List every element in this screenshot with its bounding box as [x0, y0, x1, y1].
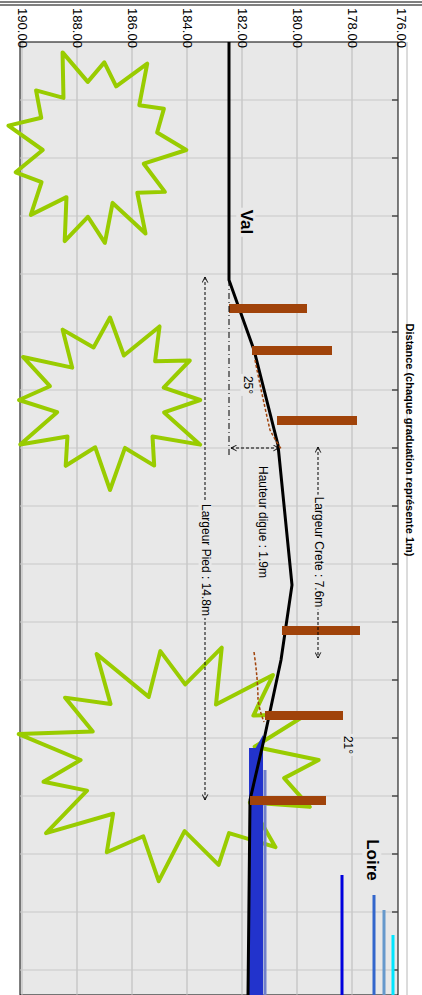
vertical-reference — [229, 280, 230, 455]
grid-line — [20, 390, 398, 391]
axis-tick — [392, 912, 398, 913]
grid-line — [242, 42, 243, 995]
grid-line — [20, 100, 398, 101]
stake — [250, 796, 326, 805]
grid-line — [20, 158, 398, 159]
stake — [265, 711, 343, 720]
grid-line — [20, 332, 398, 333]
levee-profile — [229, 42, 292, 995]
grid-line — [20, 796, 398, 797]
grid-line — [77, 42, 78, 995]
axis-value: 178.00 — [345, 8, 359, 48]
axis-tick — [392, 564, 398, 565]
frame-line — [0, 2, 422, 3]
axis-tick — [392, 274, 398, 275]
axis-tick — [392, 738, 398, 739]
axis-tick — [392, 390, 398, 391]
plot-area — [20, 42, 398, 995]
stake — [277, 416, 357, 425]
axis-tick — [392, 158, 398, 159]
axis-value: 176.00 — [394, 8, 408, 48]
axis-value: 190.00 — [15, 8, 29, 48]
axis-tick — [392, 332, 398, 333]
grid-line — [20, 216, 398, 217]
stake — [229, 304, 307, 313]
slope-line — [254, 652, 264, 722]
axis-tick — [392, 854, 398, 855]
water-line — [392, 935, 395, 995]
stake — [252, 346, 332, 355]
grid-line — [22, 42, 23, 995]
water — [249, 735, 393, 995]
grid-line — [20, 274, 398, 275]
water-line — [373, 895, 376, 995]
axis-value: 188.00 — [70, 8, 84, 48]
axis-tick — [392, 506, 398, 507]
grid — [20, 42, 407, 995]
axis-title: Distance (chaque graduation représente 1… — [404, 324, 416, 557]
grid-line — [187, 42, 188, 995]
bank-label: Val — [237, 208, 256, 237]
water-line — [383, 910, 386, 995]
grid-line — [20, 448, 398, 449]
axis-value: 180.00 — [290, 8, 304, 48]
tree-outlines — [8, 52, 318, 881]
tree-outline — [19, 648, 319, 882]
axis-value: 182.00 — [235, 8, 249, 48]
height-dimension — [231, 448, 279, 449]
axis-value: 184.00 — [180, 8, 194, 48]
tree-outline — [8, 52, 186, 243]
axis-tick — [392, 796, 398, 797]
axis-tick — [392, 216, 398, 217]
axis-tick — [392, 622, 398, 623]
stake — [282, 626, 360, 635]
stakes — [229, 304, 360, 805]
grid-line — [352, 42, 353, 995]
bank-label: Loire — [363, 837, 382, 883]
grid-line — [20, 680, 398, 681]
water-band — [249, 748, 263, 995]
slope-line — [255, 360, 282, 450]
tree-outline — [19, 318, 200, 490]
dimension-label: Largeur Pied : 14.8m — [198, 502, 211, 618]
dimension-label: Hauteur digue : 1.9m — [255, 464, 268, 580]
frame-line — [0, 5, 422, 6]
grid-line — [297, 42, 298, 995]
axis-tick — [392, 680, 398, 681]
axis-tick — [392, 448, 398, 449]
angle-label: 21° — [340, 734, 353, 756]
grid-line — [20, 622, 398, 623]
dimension-label: Largeur Crete : 7.6m — [311, 495, 324, 610]
water-line — [341, 875, 344, 995]
axis-tick — [392, 100, 398, 101]
axis-value: 186.00 — [125, 8, 139, 48]
angle-label: 25° — [240, 374, 253, 396]
grid-line — [132, 42, 133, 995]
